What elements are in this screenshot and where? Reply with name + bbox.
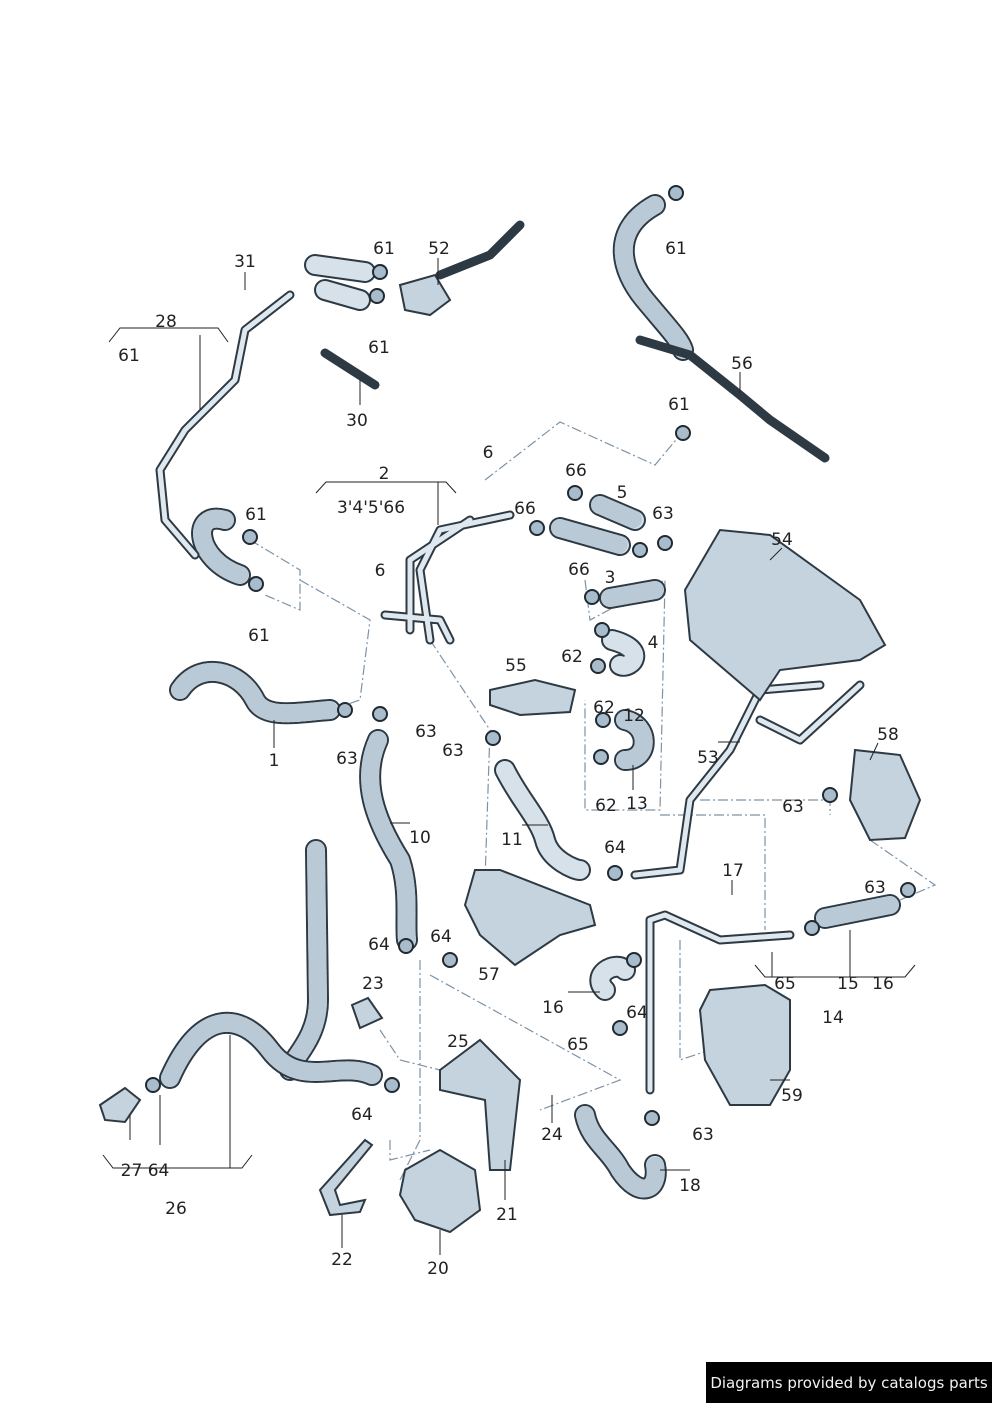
part-callout-5: 5 — [616, 483, 628, 503]
part-callout-4: 4 — [647, 633, 659, 653]
part-callout-54: 54 — [771, 530, 793, 550]
part-callout-21: 21 — [496, 1205, 518, 1225]
part-callout-61: 61 — [665, 239, 687, 259]
part-callout-28: 28 — [155, 312, 177, 332]
part-callout-16: 16 — [872, 974, 894, 994]
pump-20 — [398, 1148, 482, 1234]
part-callout-64: 64 — [604, 838, 626, 858]
part-callout-1: 1 — [268, 751, 280, 771]
part-callout-17: 17 — [722, 861, 744, 881]
part-callout-11: 11 — [501, 830, 523, 850]
footer-credit: Diagrams provided by catalogs parts — [710, 1373, 988, 1392]
part-callout-16: 16 — [542, 998, 564, 1018]
part-callout-15: 15 — [837, 974, 859, 994]
part-callout-63: 63 — [442, 741, 464, 761]
hoses — [159, 194, 901, 1200]
part-callout-63: 63 — [864, 878, 886, 898]
part-callout-57: 57 — [478, 965, 500, 985]
clamps — [145, 185, 916, 1126]
pipes — [155, 220, 865, 1095]
part-callout-62: 62 — [595, 796, 617, 816]
part-callout-30: 30 — [346, 411, 368, 431]
part-callout-61: 61 — [245, 505, 267, 525]
part-callout-63: 63 — [336, 749, 358, 769]
part-callout-61: 61 — [248, 626, 270, 646]
part-callout-63: 63 — [652, 504, 674, 524]
part-callout-65: 65 — [567, 1035, 589, 1055]
strap-22 — [318, 1138, 374, 1217]
part-callout-22: 22 — [331, 1250, 353, 1270]
bracket-21 — [439, 1038, 522, 1171]
part-callout-52: 52 — [428, 239, 450, 259]
part-callout-6: 6 — [482, 443, 494, 463]
part-callout-64: 64 — [430, 927, 452, 947]
part-callout-3-4-5-66: 3'4'5'66 — [336, 498, 406, 518]
part-callout-3: 3 — [604, 568, 616, 588]
part-callout-66: 66 — [565, 461, 587, 481]
part-callout-59: 59 — [781, 1086, 803, 1106]
part-callout-27-64: 27 64 — [120, 1161, 170, 1181]
part-callout-55: 55 — [505, 656, 527, 676]
connector-27 — [98, 1086, 142, 1124]
part-callout-14: 14 — [822, 1008, 844, 1028]
footer-credit-banner: Diagrams provided by catalogs parts — [706, 1362, 992, 1403]
part-callout-61: 61 — [373, 239, 395, 259]
part-callout-63: 63 — [692, 1125, 714, 1145]
part-callout-26: 26 — [165, 1199, 187, 1219]
part-callout-65: 65 — [774, 974, 796, 994]
part-callout-63: 63 — [415, 722, 437, 742]
part-callout-61: 61 — [118, 346, 140, 366]
part-callout-66: 66 — [568, 560, 590, 580]
components — [98, 273, 922, 1234]
part-callout-6: 6 — [374, 561, 386, 581]
part-callout-61: 61 — [368, 338, 390, 358]
part-callout-10: 10 — [409, 828, 431, 848]
part-callout-64: 64 — [626, 1003, 648, 1023]
part-callout-62: 62 — [561, 647, 583, 667]
sensor-52 — [398, 273, 452, 317]
part-callout-2: 2 — [378, 464, 390, 484]
part-callout-13: 13 — [626, 794, 648, 814]
valve-23 — [350, 996, 384, 1030]
part-callout-24: 24 — [541, 1125, 563, 1145]
part-callout-12: 12 — [623, 706, 645, 726]
part-callout-23: 23 — [362, 974, 384, 994]
valve-55 — [489, 678, 577, 717]
oil-cooler-59 — [698, 983, 791, 1106]
part-callout-62: 62 — [593, 698, 615, 718]
part-callout-56: 56 — [731, 354, 753, 374]
part-callout-31: 31 — [234, 252, 256, 272]
part-callout-58: 58 — [877, 725, 899, 745]
control-unit-54 — [683, 528, 887, 702]
part-callout-64: 64 — [368, 935, 390, 955]
part-callout-66: 66 — [514, 499, 536, 519]
part-callout-53: 53 — [697, 748, 719, 768]
part-callout-20: 20 — [427, 1259, 449, 1279]
part-callout-64: 64 — [351, 1105, 373, 1125]
part-callout-18: 18 — [679, 1176, 701, 1196]
part-callout-25: 25 — [447, 1032, 469, 1052]
pump-58 — [848, 748, 922, 842]
part-callout-61: 61 — [668, 395, 690, 415]
part-callout-63: 63 — [782, 797, 804, 817]
thermostat-housing-57 — [463, 869, 597, 967]
label-leaders — [102, 258, 916, 1255]
